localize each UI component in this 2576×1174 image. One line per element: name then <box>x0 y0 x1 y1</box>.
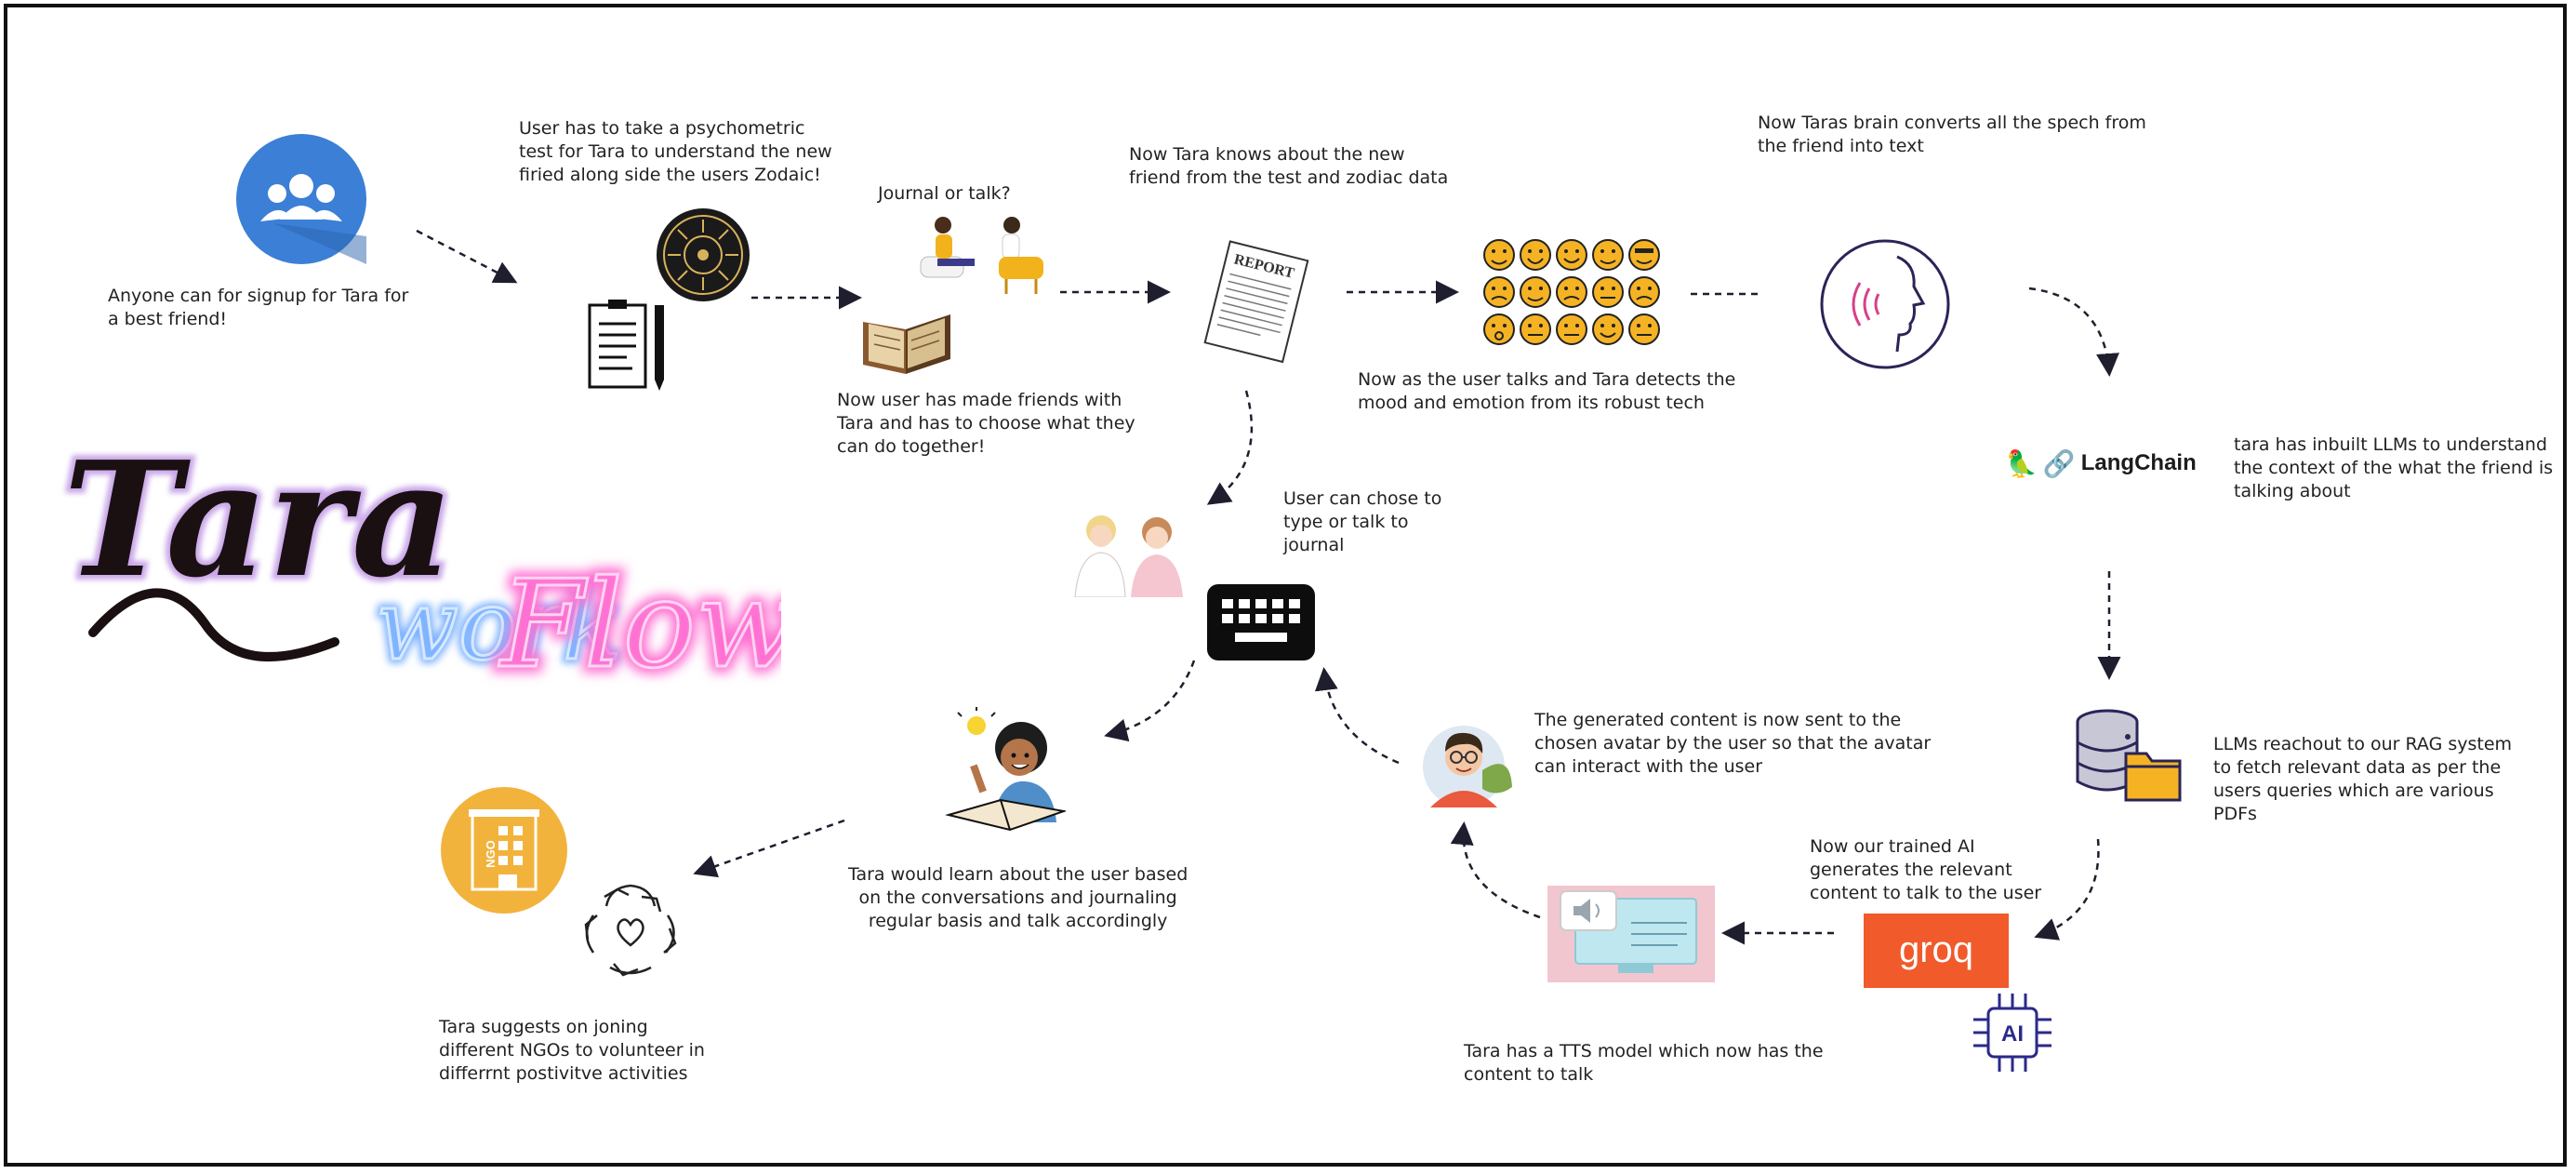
ai-chip-label: AI <box>2001 1021 2024 1047</box>
langchain-wordmark: LangChain <box>2080 450 2197 475</box>
arrow-learn-to-ngo <box>693 819 845 878</box>
flow-glow: Flow <box>498 554 781 695</box>
zodiac-sun-icon <box>657 208 750 301</box>
work-text: work <box>376 568 621 682</box>
database-folder-icon <box>2076 709 2182 802</box>
avatar-person-icon <box>1423 726 1512 807</box>
tara-script-text: Tara <box>63 427 454 613</box>
two-women-chatting-icon <box>1074 515 1183 597</box>
two-people-talking-icon <box>920 217 1043 294</box>
arrow-signup-to-test <box>416 229 518 284</box>
girl-writing-icon <box>945 707 1066 832</box>
step-made-friends-text: Now user has made friends with Tara and … <box>837 390 1135 457</box>
step-rag-text: LLMs reachout to our RAG system to fetch… <box>2213 734 2513 824</box>
speaking-head-icon <box>1820 239 1950 369</box>
step-type-or-talk-text: User can chose to type or talk to journa… <box>1283 488 1442 555</box>
arrow-speech-to-langchain <box>2028 287 2119 377</box>
step-speech-to-text-text: Now Taras brain converts all the spech f… <box>1758 113 2146 156</box>
tara-swash <box>88 588 339 661</box>
arrow-report-to-type <box>1206 390 1254 505</box>
step-llm-context-text: tara has inbuilt LLMs to understand the … <box>2234 434 2554 501</box>
arrow-tts-to-avatar <box>1450 821 1541 919</box>
group-users-icon <box>236 134 366 264</box>
step-avatar-text: The generated content is now sent to the… <box>1534 710 1932 777</box>
tara-workflow-logo: Tara Tara work work Flow Flow <box>59 422 781 701</box>
tara-script-glow: Tara <box>63 427 454 613</box>
step-psych-test-text: User has to take a psychometric test for… <box>519 118 832 185</box>
parrot-icon: 🦜 <box>2005 447 2038 479</box>
tts-monitor-icon <box>1547 886 1715 982</box>
groq-wordmark: groq <box>1899 929 1973 970</box>
work-glow: work <box>376 568 621 682</box>
test-paper-icon <box>588 300 664 391</box>
arrow-avatar-to-keyboard <box>1314 667 1400 765</box>
step-journal-or-talk-text: Journal or talk? <box>878 183 1011 204</box>
langchain-logo: 🦜 🔗 LangChain <box>2005 445 2197 482</box>
arrow-rag-to-groq <box>2034 838 2100 941</box>
step-trained-ai-text: Now our trained AI generates the relevan… <box>1810 836 2042 903</box>
report-document-icon: REPORT <box>1203 240 1309 364</box>
flow-text: Flow <box>498 554 781 695</box>
step-ngo-text: Tara suggests on joning different NGOs t… <box>439 1017 705 1084</box>
groq-logo: groq <box>1864 914 2009 988</box>
step-signup-text: Anyone can for signup for Tara for a bes… <box>108 286 409 329</box>
chain-link-icon: 🔗 <box>2042 447 2076 479</box>
step-mood-detect-text: Now as the user talks and Tara detects t… <box>1358 369 1736 413</box>
step-knows-friend-text: Now Tara knows about the new friend from… <box>1129 144 1449 188</box>
keyboard-icon <box>1207 584 1315 660</box>
ngo-building-icon: NGO <box>441 787 567 914</box>
ai-chip-icon: AI <box>1973 994 2052 1072</box>
ngo-sign-label: NGO <box>484 840 498 868</box>
step-tts-text: Tara has a TTS model which now has the c… <box>1464 1041 1824 1085</box>
step-learn-user-text: Tara would learn about the user based on… <box>848 864 1188 931</box>
diagram-frame <box>4 4 2567 1167</box>
open-book-icon <box>863 314 950 374</box>
emotion-faces-icon <box>1483 239 1660 345</box>
helping-hands-heart-icon <box>584 884 677 977</box>
arrow-keyboard-to-learn <box>1104 660 1196 742</box>
